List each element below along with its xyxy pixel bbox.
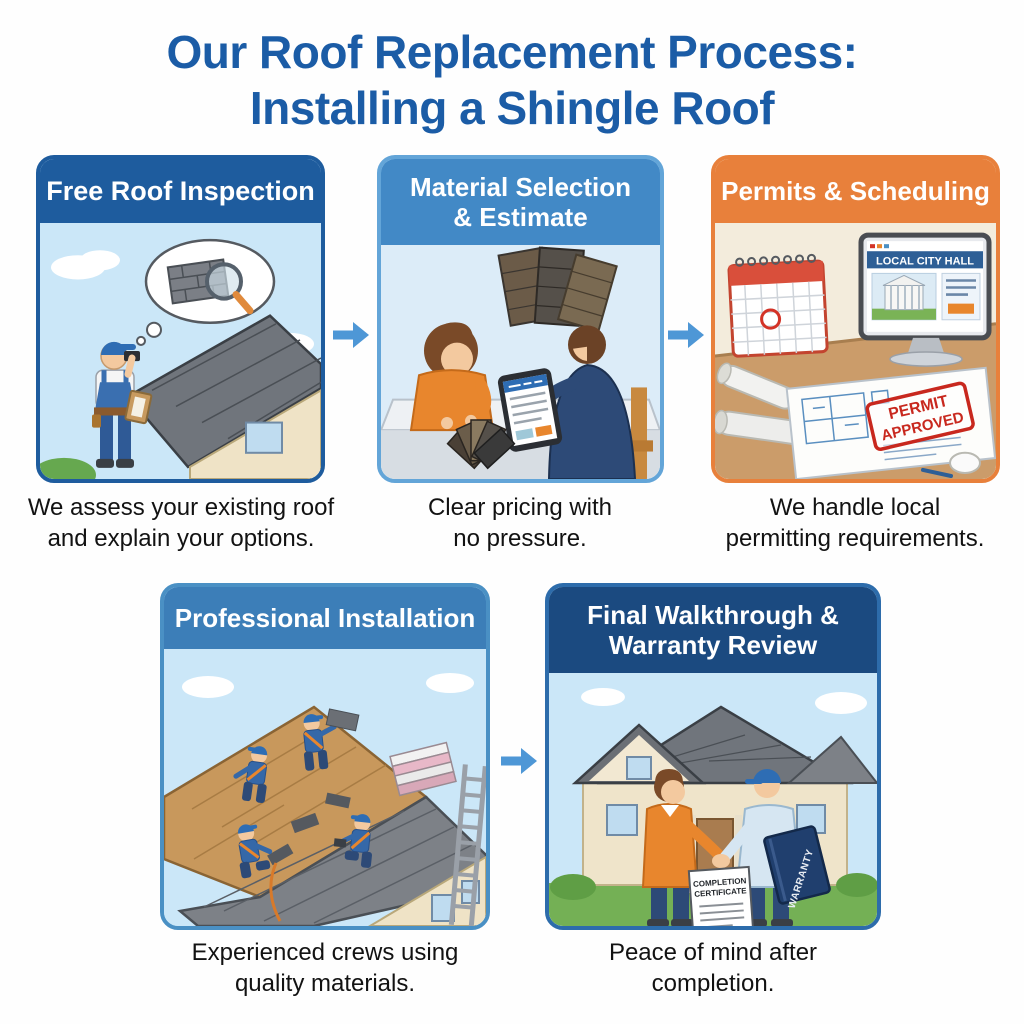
worker-overalls [95,382,135,411]
computer-monitor: LOCAL CITY HALL [858,232,992,367]
calendar-circled-date [760,308,782,330]
roofer-1 [303,708,360,771]
completion-certificate: COMPLETION CERTIFICATE [687,865,756,926]
material-selection-scene-illustration [381,245,660,479]
city-hall-banner-text: LOCAL CITY HALL [876,255,974,267]
ladder-icon [448,764,486,926]
certificate-line1: COMPLETION [693,876,747,889]
step1-header: Free Roof Inspection [40,159,321,223]
step-panel-professional-installation: Professional Installation [160,583,490,930]
handshake [712,854,730,868]
step1-caption: We assess your existing roof and explain… [27,494,335,552]
roofer-3 [238,824,273,879]
step2-header-line1: Material Selection [409,172,632,203]
flow-arrow-step4-to-step5 [501,748,537,774]
city-hall-banner [867,251,983,269]
step3-scene: LOCAL CITY HALL [715,223,996,479]
house-roof [126,314,321,469]
roofer-2 [233,746,268,804]
house-window [245,421,283,454]
clipboard-icon [124,389,153,425]
inspector-worker [92,341,153,468]
step5-caption: Peace of mind after completion. [608,939,818,997]
page-title-line2: Installing a Shingle Roof [249,82,775,135]
step2-header: Material Selection & Estimate [381,159,660,245]
inspection-scene-illustration [40,223,321,479]
permit-approved-stamp: PERMIT APPROVED [865,381,975,451]
chair-back [631,387,647,479]
step3-header-text: Permits & Scheduling [721,176,990,207]
step-panel-free-roof-inspection: Free Roof Inspection [36,155,325,483]
permits-scene-illustration: LOCAL CITY HALL [715,223,996,479]
step4-caption: Experienced crews using quality material… [191,939,459,997]
step2-caption: Clear pricing with no pressure. [427,494,613,552]
webpage-button [948,303,974,314]
installation-scene-illustration [164,649,486,926]
step3-caption: We handle local permitting requirements. [725,494,985,552]
flow-arrow-step1-to-step2 [333,322,369,348]
step4-header-text: Professional Installation [174,603,476,634]
warranty-book: WARRANTY [763,825,831,910]
step5-header: Final Walkthrough & Warranty Review [549,587,877,673]
step-panel-material-selection: Material Selection & Estimate [377,155,664,483]
pen-icon [921,467,953,478]
flow-arrow-step2-to-step3 [668,322,704,348]
safety-rope [269,862,282,922]
step4-header: Professional Installation [164,587,486,649]
step1-scene [40,223,321,479]
step5-header-line2: Warranty Review [608,630,818,660]
shingle-samples-standing [497,246,618,333]
shingle-sample-fan [446,419,516,470]
walkthrough-scene-illustration: WARRANTY COMPLETION CERTIFICATE [549,673,877,926]
blueprint-sheet: PERMIT APPROVED [785,366,996,479]
step1-header-text: Free Roof Inspection [46,176,315,207]
step2-scene [381,245,660,479]
mouse-icon [949,451,981,474]
page-title-line1: Our Roof Replacement Process: [166,26,858,78]
homeowner-woman [409,322,495,432]
bush [40,457,96,479]
page-title: Our Roof Replacement Process: Installing… [0,24,1024,136]
calendar-icon [727,253,829,358]
step3-header: Permits & Scheduling [715,159,996,223]
estimate-tablet [497,368,563,452]
step5-scene: WARRANTY COMPLETION CERTIFICATE [549,673,877,926]
step4-scene [164,649,486,926]
step5-header-line1: Final Walkthrough & [587,600,839,631]
new-shingles [177,795,486,926]
roofer-4 [333,814,373,868]
certificate-line2: CERTIFICATE [694,886,747,899]
step-panel-final-walkthrough: Final Walkthrough & Warranty Review [545,583,881,930]
step2-header-line2: & Estimate [453,202,588,232]
tool-belt [94,407,136,416]
step-panel-permits-scheduling: Permits & Scheduling [711,155,1000,483]
magnifier-icon [205,262,254,315]
shingle-bundles [389,741,457,797]
